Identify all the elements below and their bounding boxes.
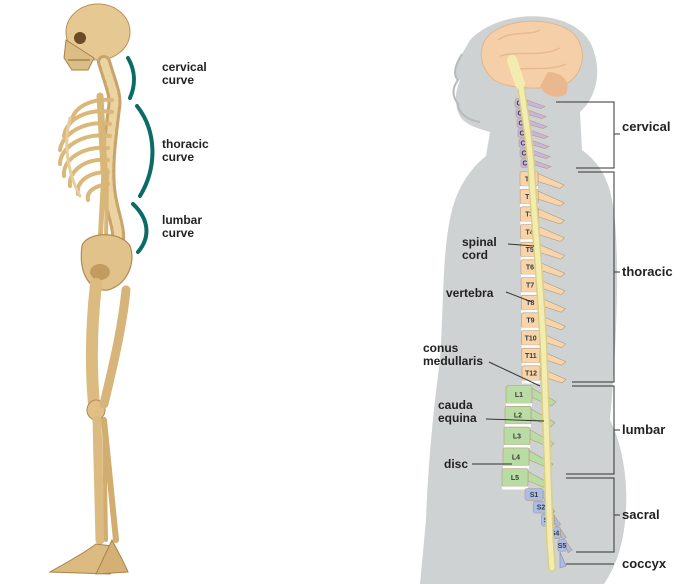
vertebra-label: T11 xyxy=(525,353,537,360)
coccyx xyxy=(559,551,567,569)
disc-label: disc xyxy=(444,457,468,471)
vertebra-label: vertebra xyxy=(446,286,494,300)
skeleton-figure xyxy=(48,3,133,575)
vertebra-label: S2 xyxy=(537,505,546,512)
intervertebral-disc xyxy=(521,292,540,296)
intervertebral-disc xyxy=(520,274,539,278)
conus-medullaris-label-line2: medullaris xyxy=(423,354,483,368)
pelvis xyxy=(80,234,133,291)
thoracic-region-label: thoracic xyxy=(622,264,673,279)
skeleton-leg xyxy=(48,278,131,575)
thoracic-curve-label-line1: thoracic xyxy=(162,137,209,151)
region-brackets xyxy=(556,101,620,565)
vertebra-label: T8 xyxy=(526,300,534,307)
intervertebral-disc xyxy=(520,239,539,243)
cauda-equina-label-line2: equina xyxy=(438,411,477,425)
vertebra-label: S1 xyxy=(530,492,539,499)
region-labels: cervical thoracic lumbar sacral coccyx xyxy=(622,119,673,571)
thoracic-curve-label-line2: curve xyxy=(162,150,194,164)
sacral-region-label: sacral xyxy=(622,507,660,522)
vertebra-l1: L1 xyxy=(505,385,557,407)
skeleton-spine xyxy=(97,55,126,257)
vertebra-label: T9 xyxy=(526,318,534,325)
lumbar-curve-label-line2: curve xyxy=(162,226,194,240)
vertebra-label: T7 xyxy=(526,282,534,289)
vertebra-label: T6 xyxy=(526,265,534,272)
lumbar-region-label: lumbar xyxy=(622,422,665,437)
intervertebral-disc xyxy=(520,221,539,225)
vertebra-t8: T8 xyxy=(520,294,566,313)
spinal-cord-label-line1: spinal xyxy=(462,235,497,249)
vertebra-leader xyxy=(505,291,533,303)
intervertebral-disc xyxy=(520,256,539,260)
vertebra-t7: T7 xyxy=(520,277,566,296)
conus-medullaris-label-line1: conus xyxy=(423,341,459,355)
intervertebral-disc xyxy=(505,424,531,428)
vertebra-label: L5 xyxy=(511,475,519,482)
vertebra-label: S5 xyxy=(558,543,567,550)
conus-medullaris-leader xyxy=(488,361,541,387)
intervertebral-disc xyxy=(506,403,532,407)
cervical-bracket xyxy=(556,101,615,169)
cervical-curve-label-line1: cervical xyxy=(162,60,207,74)
intervertebral-disc xyxy=(503,465,529,469)
intervertebral-disc xyxy=(502,486,528,490)
vertebra-label: T12 xyxy=(525,371,537,378)
coccyx-region-label: coccyx xyxy=(622,556,667,571)
cervical-curve-label-line2: curve xyxy=(162,73,194,87)
intervertebral-disc xyxy=(504,444,530,448)
vertebra-label: T10 xyxy=(525,335,537,342)
spinal-cord-leader xyxy=(507,243,535,247)
vertebral-body xyxy=(502,447,530,466)
lumbar-curve-label-line1: lumbar xyxy=(162,213,202,227)
spinal-cord-label-line2: cord xyxy=(462,248,488,262)
intervertebral-disc xyxy=(520,203,539,207)
intervertebral-disc xyxy=(521,362,540,366)
vertebra-label: L4 xyxy=(512,454,520,461)
structure-labels: spinal cord vertebra conus medullaris ca… xyxy=(423,235,545,471)
vertebra-label: T3 xyxy=(525,212,533,219)
cauda-equina-label-line1: cauda xyxy=(438,398,473,412)
vertebra-t11: T11 xyxy=(521,347,567,366)
cauda-equina-leader xyxy=(485,418,545,422)
spinal-curve-indicators xyxy=(126,56,155,254)
vertebra-label: T5 xyxy=(526,247,534,254)
vertebra-label: L1 xyxy=(515,392,523,399)
brain xyxy=(480,20,583,97)
vertebra-label: S4 xyxy=(551,530,560,537)
intervertebral-disc xyxy=(521,345,540,349)
lumbar-curve-indicator xyxy=(131,202,149,254)
vertebra-label: T4 xyxy=(525,229,533,236)
vertebral-body xyxy=(521,347,541,364)
thoracic-bracket xyxy=(572,171,615,383)
vertebral-body xyxy=(557,539,567,552)
curve-labels: cervical curve thoracic curve lumbar cur… xyxy=(162,60,209,240)
thoracic-curve-indicator xyxy=(135,104,155,198)
intervertebral-disc xyxy=(521,309,540,313)
intervertebral-disc xyxy=(521,327,540,331)
vertebra-s5: S5 xyxy=(557,539,573,554)
cervical-curve-indicator xyxy=(126,56,136,100)
cervical-region-label: cervical xyxy=(622,119,670,134)
vertebra-label: L3 xyxy=(513,434,521,441)
spinal-cord xyxy=(507,55,556,572)
vertebral-body xyxy=(524,488,544,501)
vertebra-label: L2 xyxy=(514,413,522,420)
skull xyxy=(63,3,131,71)
